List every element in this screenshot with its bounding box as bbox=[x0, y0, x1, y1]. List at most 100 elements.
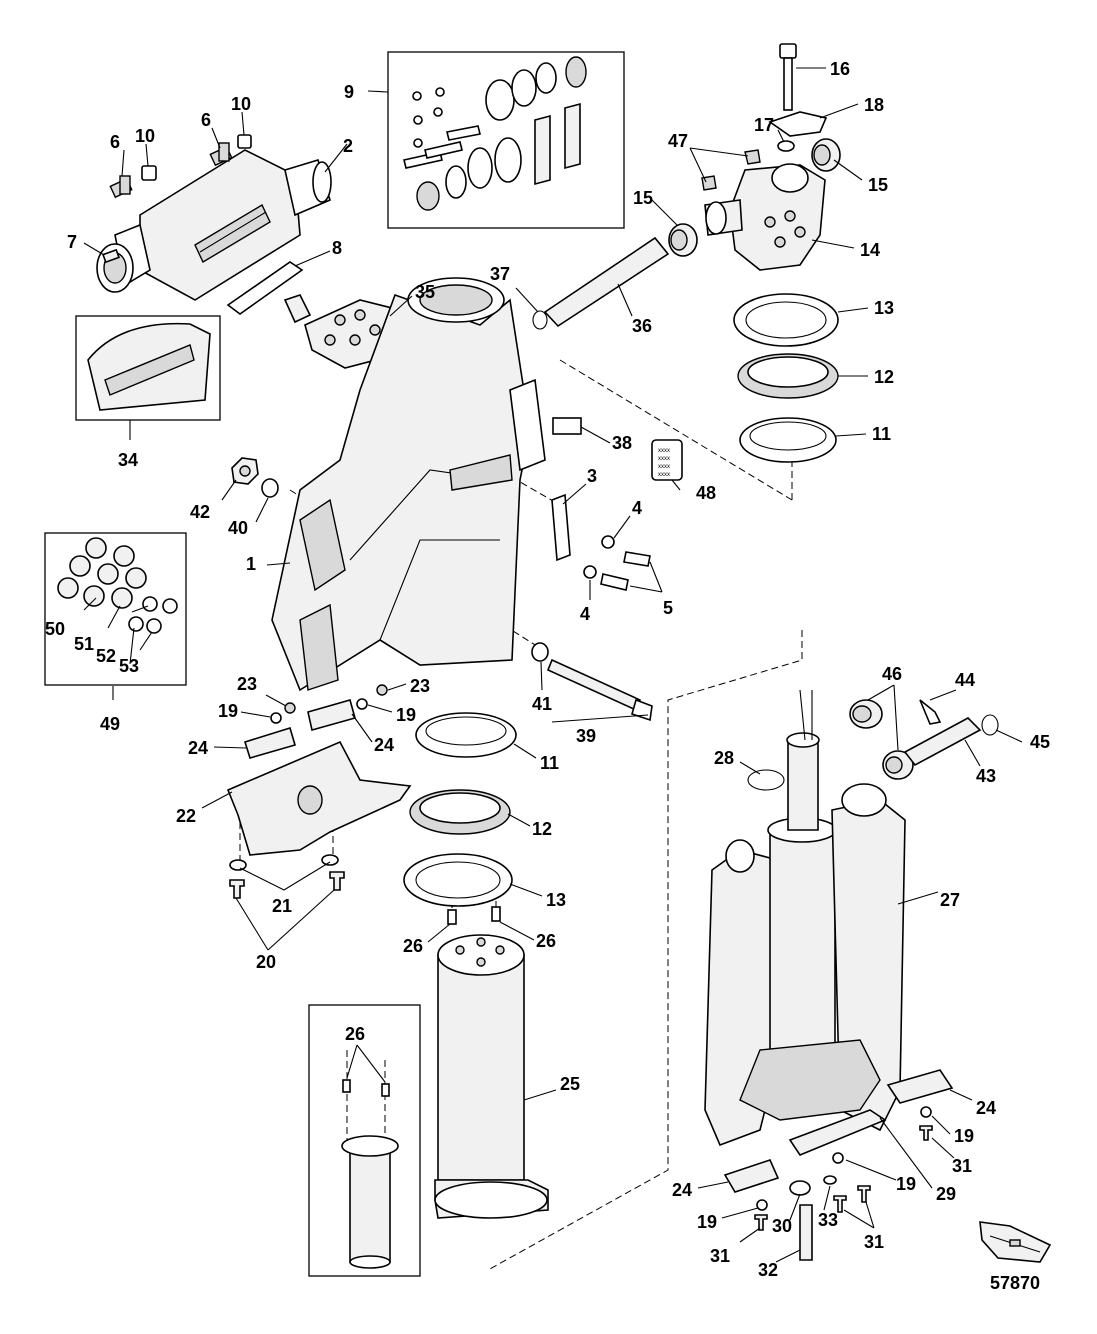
part-48-decal: xxxx xxxx xxxx xxxx bbox=[651, 439, 683, 481]
callout-12-lower: 12 bbox=[532, 819, 552, 839]
callout-22: 22 bbox=[176, 806, 196, 826]
callout-43: 43 bbox=[976, 766, 996, 786]
callout-23-left: 23 bbox=[237, 674, 257, 694]
part-11-bearing-lower bbox=[415, 712, 517, 758]
part-15-bushing-mid bbox=[668, 223, 698, 257]
part-38-label bbox=[552, 417, 582, 435]
part-12-seal-top bbox=[737, 353, 839, 399]
callout-27: 27 bbox=[940, 890, 960, 910]
part-19-washer-d bbox=[756, 1199, 768, 1211]
part-42-nut bbox=[231, 457, 259, 485]
callout-3: 3 bbox=[587, 466, 597, 486]
decal-line-3: xxxx bbox=[658, 464, 670, 470]
callout-30: 30 bbox=[772, 1216, 792, 1236]
callout-51: 51 bbox=[74, 634, 94, 654]
part-20-screw-b bbox=[329, 871, 345, 891]
part-23-plug-a bbox=[284, 702, 296, 714]
part-19-washer-a bbox=[270, 712, 282, 724]
part-4-washer-a bbox=[601, 535, 615, 549]
part-21-washer-b bbox=[321, 854, 339, 866]
callout-16: 16 bbox=[830, 59, 850, 79]
part-19-washer-b bbox=[356, 698, 368, 710]
callout-13-lower: 13 bbox=[546, 890, 566, 910]
callout-45: 45 bbox=[1030, 732, 1050, 752]
callout-24-lower-left: 24 bbox=[672, 1180, 692, 1200]
part-29-trim-tab bbox=[788, 1109, 887, 1156]
callout-8: 8 bbox=[332, 238, 342, 258]
callout-46: 46 bbox=[882, 664, 902, 684]
detail-box-26 bbox=[308, 1004, 421, 1277]
part-30-plate bbox=[789, 1180, 811, 1196]
callout-40: 40 bbox=[228, 518, 248, 538]
part-6-fitting-right bbox=[209, 142, 233, 167]
part-13-ring-top bbox=[733, 293, 839, 347]
callout-19-lower-mid: 19 bbox=[896, 1174, 916, 1194]
part-39-pivot-bolt bbox=[546, 658, 653, 722]
callout-14: 14 bbox=[860, 240, 880, 260]
part-24-anode-c bbox=[886, 1069, 954, 1104]
part-25-swivel-shaft bbox=[434, 934, 549, 1219]
leader-lines bbox=[83, 67, 1023, 1263]
part-5-bolt-b bbox=[600, 573, 629, 591]
callout-18: 18 bbox=[864, 95, 884, 115]
part-36-shaft bbox=[543, 236, 670, 328]
callout-17: 17 bbox=[754, 115, 774, 135]
part-8-gasket bbox=[226, 261, 304, 315]
part-45-retaining-ring bbox=[981, 714, 999, 736]
callout-1: 1 bbox=[246, 554, 256, 574]
callout-52: 52 bbox=[96, 646, 116, 666]
callout-35: 35 bbox=[415, 282, 435, 302]
callout-31-right: 31 bbox=[952, 1156, 972, 1176]
detail-box-34 bbox=[75, 315, 221, 421]
part-19-washer-e bbox=[832, 1152, 844, 1164]
callout-31-left: 31 bbox=[710, 1246, 730, 1266]
part-32-bolt bbox=[799, 1204, 813, 1261]
part-44-cotter bbox=[919, 699, 942, 725]
callout-24-left: 24 bbox=[188, 738, 208, 758]
callout-47: 47 bbox=[668, 131, 688, 151]
callout-25: 25 bbox=[560, 1074, 580, 1094]
part-37-ring bbox=[532, 310, 548, 330]
callout-24-lower-right: 24 bbox=[976, 1098, 996, 1118]
callout-19-left: 19 bbox=[218, 701, 238, 721]
callout-34: 34 bbox=[118, 450, 138, 470]
part-12-seal-lower bbox=[409, 789, 511, 835]
callout-labels: 2 9 6 10 6 10 7 8 35 34 16 18 17 47 15 1… bbox=[45, 59, 1050, 1293]
callout-4-lower: 4 bbox=[580, 604, 590, 624]
decal-line-2: xxxx bbox=[658, 456, 670, 462]
part-47-fitting-b bbox=[701, 175, 717, 191]
callout-21: 21 bbox=[272, 896, 292, 916]
part-31-screw-c bbox=[833, 1195, 847, 1213]
callout-2: 2 bbox=[343, 136, 353, 156]
part-31-screw-a bbox=[919, 1125, 933, 1141]
part-43-pin bbox=[903, 717, 982, 767]
callout-6-right: 6 bbox=[201, 110, 211, 130]
callout-11-upper: 11 bbox=[872, 424, 891, 444]
callout-15-upper: 15 bbox=[868, 175, 888, 195]
callout-53: 53 bbox=[119, 656, 139, 676]
part-26-pin-c bbox=[342, 1079, 351, 1093]
callout-19-lower-right: 19 bbox=[954, 1126, 974, 1146]
callout-20: 20 bbox=[256, 952, 276, 972]
part-24-anode-a bbox=[243, 726, 296, 759]
callout-19-right: 19 bbox=[396, 705, 416, 725]
part-17-washer bbox=[777, 140, 795, 152]
part-24-anode-b bbox=[307, 699, 356, 731]
callout-11-lower: 11 bbox=[540, 753, 559, 773]
kit-49-hardware bbox=[57, 537, 178, 634]
part-3-bracket bbox=[551, 493, 571, 562]
kit-9-seals bbox=[403, 56, 587, 211]
part-4-washer-b bbox=[583, 565, 597, 579]
callout-13-upper: 13 bbox=[874, 298, 894, 318]
part-23-plug-b bbox=[376, 684, 388, 696]
hardware-kit-box bbox=[44, 532, 187, 686]
callout-31-lower: 31 bbox=[864, 1232, 884, 1252]
part-26-pin-a bbox=[447, 909, 457, 925]
part-47-fitting-a bbox=[744, 149, 761, 165]
callout-49: 49 bbox=[100, 714, 120, 734]
callout-28: 28 bbox=[714, 748, 734, 768]
part-5-bolt-a bbox=[623, 551, 651, 567]
part-18-plate bbox=[768, 111, 828, 137]
callout-15-mid: 15 bbox=[633, 188, 653, 208]
part-24-anode-d bbox=[723, 1159, 780, 1193]
